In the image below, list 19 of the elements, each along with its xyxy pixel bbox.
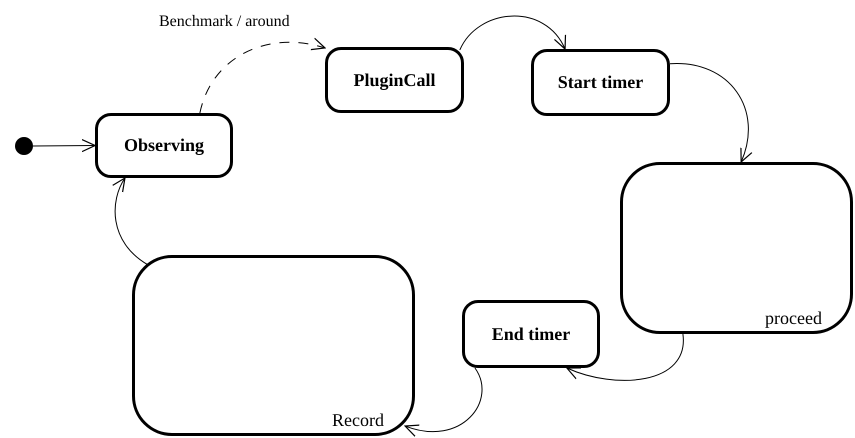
state-box [531, 49, 670, 116]
dashed-arrow [199, 38, 326, 114]
state-name: Record [332, 408, 384, 431]
state-box [462, 300, 600, 368]
arrow [404, 368, 482, 436]
arrow [459, 16, 566, 50]
state-name: Observing [124, 134, 204, 157]
state-box [325, 47, 464, 113]
arrow [670, 63, 752, 163]
state-name: Start timer [558, 71, 644, 94]
arrow [112, 177, 149, 266]
state-box [95, 113, 233, 178]
arrow [566, 334, 684, 381]
state-name: PluginCall [353, 68, 436, 92]
state-box [132, 255, 415, 436]
state-box [620, 162, 853, 334]
state-name: proceed [765, 306, 822, 329]
state-name: End timer [492, 322, 570, 346]
arrow [32, 139, 96, 152]
